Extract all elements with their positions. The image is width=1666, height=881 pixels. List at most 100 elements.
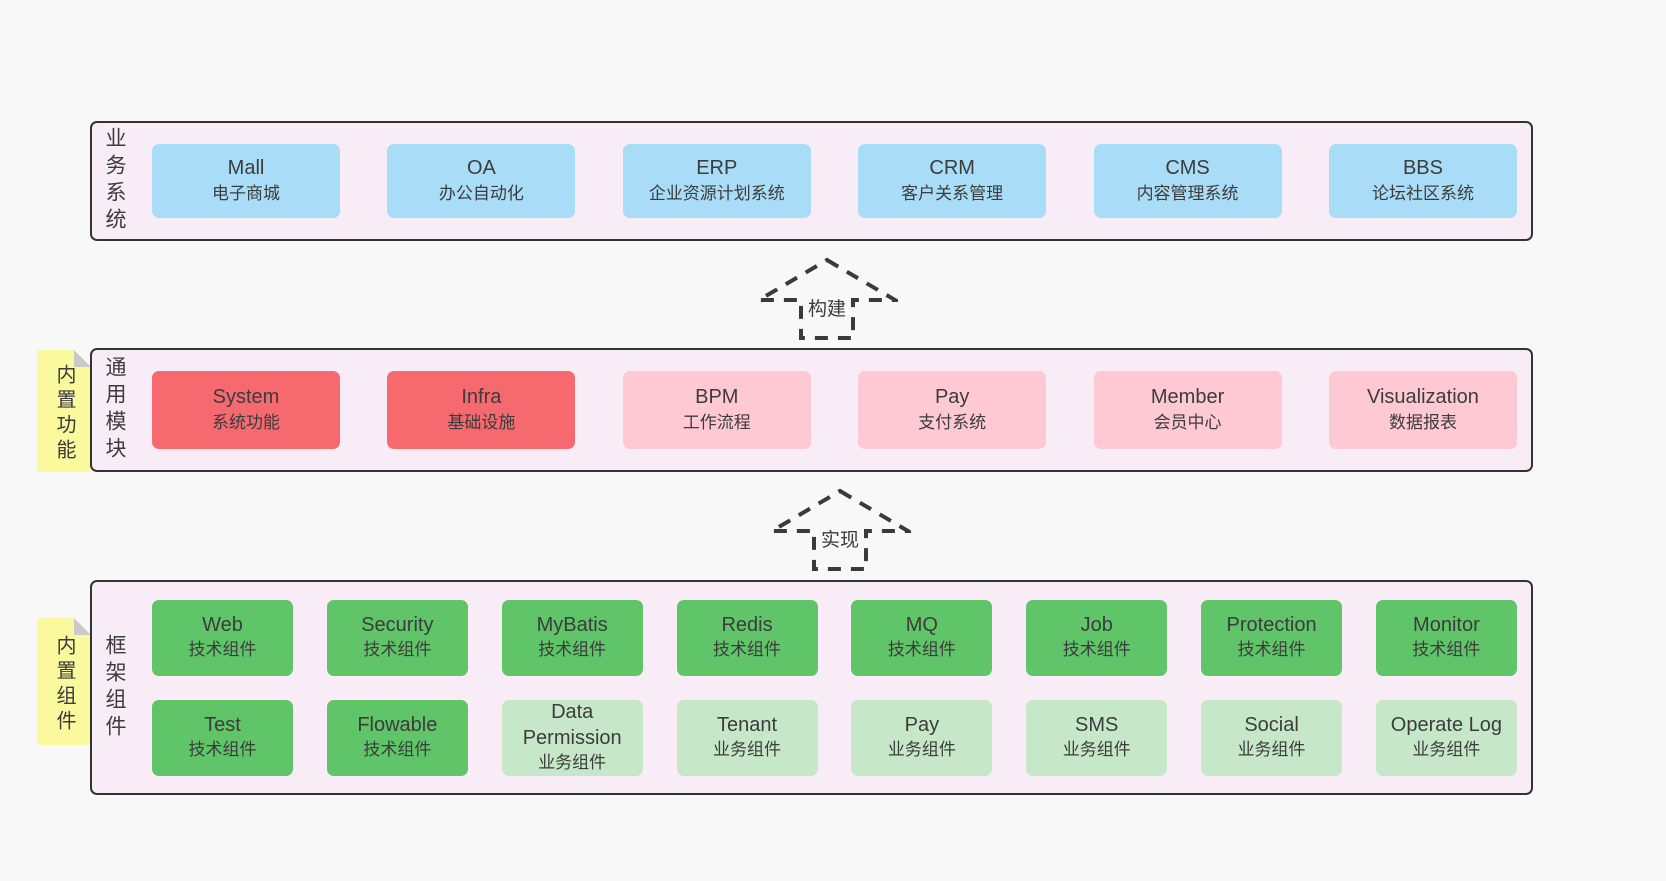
- build-arrow: 构建: [756, 256, 898, 342]
- box-title: MyBatis: [536, 613, 608, 636]
- box-subtitle: 技术组件: [1062, 640, 1131, 660]
- box-subtitle: 技术组件: [188, 740, 257, 760]
- box-infra: Infra 基础设施: [387, 371, 576, 449]
- box-mall: Mall 电子商城: [152, 144, 340, 218]
- box-subtitle: 技术组件: [538, 640, 607, 660]
- box-title: Operate Log: [1390, 713, 1502, 736]
- sticky-label: 内置组件: [53, 634, 75, 735]
- box-subtitle: 企业资源计划系统: [648, 183, 785, 203]
- box-redis: Redis 技术组件: [676, 599, 818, 676]
- box-visualization: Visualization 数据报表: [1328, 371, 1517, 449]
- dashed-up-arrow-icon: [756, 257, 898, 340]
- box-subtitle: 技术组件: [188, 640, 257, 660]
- box-bbs: BBS 论坛社区系统: [1328, 144, 1517, 218]
- box-sms: SMS 业务组件: [1026, 699, 1168, 776]
- framework-components-panel: 框架组件 Web 技术组件 Security 技术组件 MyBatis 技术组件…: [90, 580, 1533, 795]
- box-job: Job 技术组件: [1026, 599, 1168, 676]
- box-title: Security: [361, 613, 434, 636]
- box-title: SMS: [1075, 713, 1119, 736]
- sticky-note-builtin-features: 内置功能: [37, 350, 91, 472]
- box-title: System: [212, 386, 280, 409]
- box-subtitle: 技术组件: [363, 640, 432, 660]
- box-crm: CRM 客户关系管理: [858, 144, 1047, 218]
- box-oa: OA 办公自动化: [387, 144, 576, 218]
- common-modules-panel: 通用模块 System 系统功能 Infra 基础设施 BPM 工作流程 Pay…: [90, 348, 1533, 472]
- panel-label: 框架组件: [103, 633, 126, 742]
- box-title: Flowable: [357, 713, 438, 736]
- box-web: Web 技术组件: [152, 599, 293, 676]
- box-title: Test: [204, 713, 241, 736]
- sticky-note-builtin-components: 内置组件: [37, 618, 91, 745]
- box-subtitle: 技术组件: [713, 640, 782, 660]
- box-title: Redis: [721, 613, 773, 636]
- box-subtitle: 基础设施: [447, 412, 516, 432]
- box-subtitle: 技术组件: [887, 640, 956, 660]
- box-title: Social: [1244, 713, 1299, 736]
- framework-row-1: Web 技术组件 Security 技术组件 MyBatis 技术组件 Redi…: [152, 599, 1517, 676]
- folded-corner-icon: [74, 350, 91, 367]
- box-title: Protection: [1226, 613, 1317, 636]
- box-title: Pay: [934, 386, 970, 409]
- box-social: Social 业务组件: [1201, 699, 1343, 776]
- box-title: ERP: [696, 157, 738, 180]
- implement-arrow: 实现: [769, 487, 911, 573]
- box-erp: ERP 企业资源计划系统: [622, 144, 811, 218]
- box-subtitle: 业务组件: [887, 740, 956, 760]
- box-title: Data Permission: [522, 701, 622, 749]
- box-subtitle: 技术组件: [1412, 640, 1481, 660]
- box-title: Member: [1150, 386, 1225, 409]
- box-subtitle: 工作流程: [682, 412, 751, 432]
- box-mq: MQ 技术组件: [851, 599, 993, 676]
- box-title: Web: [202, 613, 243, 636]
- box-data-permission: Data Permission 业务组件: [501, 699, 643, 776]
- box-test: Test 技术组件: [152, 699, 293, 776]
- box-cms: CMS 内容管理系统: [1093, 144, 1282, 218]
- box-title: Mall: [227, 157, 265, 180]
- box-title: Visualization: [1366, 386, 1479, 409]
- arrow-label: 实现: [817, 524, 863, 553]
- box-bpm: BPM 工作流程: [622, 371, 811, 449]
- panel-label: 通用模块: [103, 356, 126, 464]
- box-title: Job: [1080, 613, 1113, 636]
- box-title: Pay: [904, 713, 940, 736]
- box-pay-component: Pay 业务组件: [851, 699, 993, 776]
- box-pay-module: Pay 支付系统: [858, 371, 1047, 449]
- box-operate-log: Operate Log 业务组件: [1375, 699, 1517, 776]
- box-title: CMS: [1165, 157, 1210, 180]
- framework-boxes: Web 技术组件 Security 技术组件 MyBatis 技术组件 Redi…: [152, 599, 1517, 776]
- box-title: Tenant: [717, 713, 778, 736]
- box-title: MQ: [905, 613, 938, 636]
- box-subtitle: 业务组件: [1237, 740, 1306, 760]
- box-subtitle: 业务组件: [538, 753, 607, 773]
- module-boxes: System 系统功能 Infra 基础设施 BPM 工作流程 Pay 支付系统…: [152, 371, 1517, 449]
- box-subtitle: 业务组件: [1412, 740, 1481, 760]
- arrow-label: 构建: [804, 293, 850, 322]
- box-protection: Protection 技术组件: [1201, 599, 1343, 676]
- panel-label: 业务系统: [103, 127, 126, 235]
- box-subtitle: 业务组件: [713, 740, 782, 760]
- box-subtitle: 数据报表: [1388, 412, 1457, 432]
- box-subtitle: 电子商城: [212, 183, 280, 203]
- folded-corner-icon: [74, 618, 91, 635]
- box-subtitle: 会员中心: [1153, 412, 1222, 432]
- box-subtitle: 内容管理系统: [1136, 183, 1239, 203]
- box-title: BBS: [1402, 157, 1443, 180]
- box-member: Member 会员中心: [1093, 371, 1282, 449]
- box-mybatis: MyBatis 技术组件: [501, 599, 643, 676]
- box-subtitle: 业务组件: [1062, 740, 1131, 760]
- box-security: Security 技术组件: [326, 599, 468, 676]
- box-title: Monitor: [1413, 613, 1480, 636]
- box-title: Infra: [461, 386, 502, 409]
- box-flowable: Flowable 技术组件: [326, 699, 468, 776]
- sticky-label: 内置功能: [53, 364, 75, 464]
- business-boxes: Mall 电子商城 OA 办公自动化 ERP 企业资源计划系统 CRM 客户关系…: [152, 144, 1517, 218]
- box-subtitle: 支付系统: [918, 412, 987, 432]
- box-title: BPM: [695, 386, 739, 409]
- dashed-up-arrow-icon: [769, 488, 911, 571]
- box-subtitle: 客户关系管理: [901, 183, 1004, 203]
- box-subtitle: 技术组件: [363, 740, 432, 760]
- box-subtitle: 系统功能: [212, 412, 280, 432]
- box-subtitle: 办公自动化: [438, 183, 524, 203]
- box-subtitle: 技术组件: [1237, 640, 1306, 660]
